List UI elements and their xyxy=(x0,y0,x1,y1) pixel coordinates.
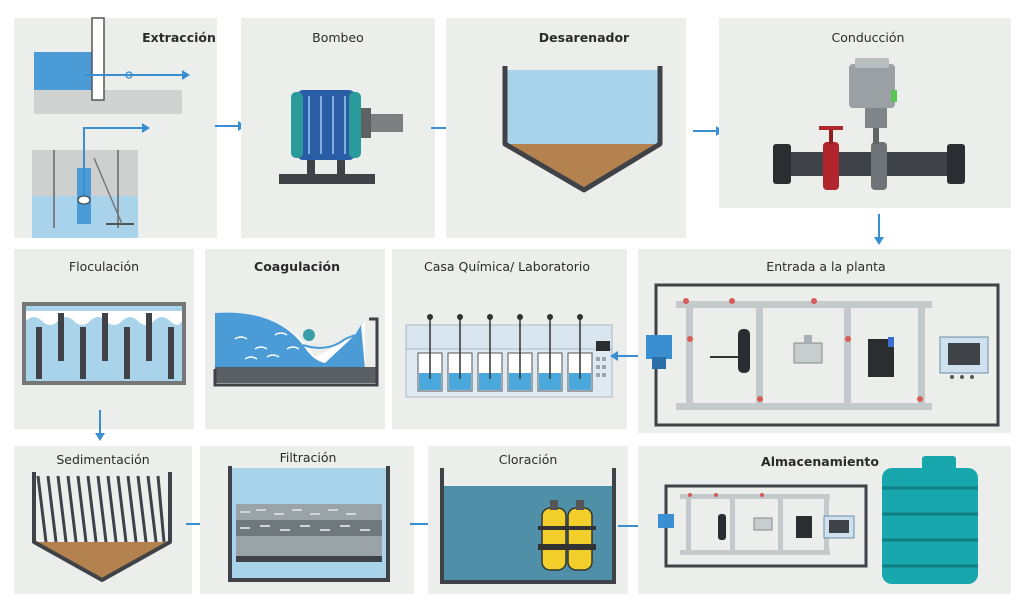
stage-label-sedimentacion: Sedimentación xyxy=(56,452,150,467)
panel-filtracion: Filtración xyxy=(200,446,414,594)
chlorination-illustration xyxy=(440,468,616,584)
stage-label-desarenador: Desarenador xyxy=(538,30,630,45)
stage-label-casa-quimica: Casa Química/ Laboratorio xyxy=(424,259,590,274)
stage-label-filtracion: Filtración xyxy=(279,450,337,465)
sedimentation-illustration xyxy=(32,472,172,582)
laboratory-jar-test-illustration xyxy=(405,314,613,398)
panel-desarenador: Desarenador xyxy=(446,18,686,238)
storage-illustration xyxy=(658,456,978,584)
stage-label-extraccion: Extracción xyxy=(142,30,216,45)
panel-extraccion: Extracción xyxy=(14,17,217,238)
pump-illustration xyxy=(279,90,403,184)
stage-label-floculacion: Floculación xyxy=(68,259,140,274)
panel-conduccion: Conducción xyxy=(719,18,1011,208)
flow-arrow-floculacion-sedimentacion xyxy=(95,410,105,441)
stage-label-entrada: Entrada a la planta xyxy=(766,259,886,274)
filtration-illustration xyxy=(228,466,390,582)
panel-floculacion: Floculación xyxy=(14,249,194,429)
floculacion-illustration xyxy=(22,302,186,385)
flow-arrow-entrada-casa-quimica xyxy=(610,351,641,361)
panel-coagulacion: Coagulación xyxy=(205,249,385,429)
panel-bombeo: Bombeo xyxy=(241,18,435,238)
stage-label-almacenamiento: Almacenamiento xyxy=(761,454,879,469)
flow-arrow-conduccion-entrada xyxy=(874,214,884,245)
pipeline-illustration xyxy=(773,58,965,190)
stage-label-cloracion: Cloración xyxy=(498,452,558,467)
coagulacion-illustration xyxy=(213,312,379,387)
stage-label-conduccion: Conducción xyxy=(831,30,905,45)
panel-casa-quimica: Casa Química/ Laboratorio xyxy=(392,249,627,429)
desarenador-illustration xyxy=(502,66,663,193)
stage-label-coagulacion: Coagulación xyxy=(254,259,340,274)
plant-inlet-illustration xyxy=(646,283,1000,427)
panel-almacenamiento: Almacenamiento xyxy=(638,446,1011,594)
panel-sedimentacion: Sedimentación xyxy=(14,446,192,594)
panel-cloracion: Cloración xyxy=(428,446,628,594)
stage-label-bombeo: Bombeo xyxy=(312,30,364,45)
panel-entrada: Entrada a la planta xyxy=(638,249,1011,433)
extraccion-illustration xyxy=(32,17,190,238)
